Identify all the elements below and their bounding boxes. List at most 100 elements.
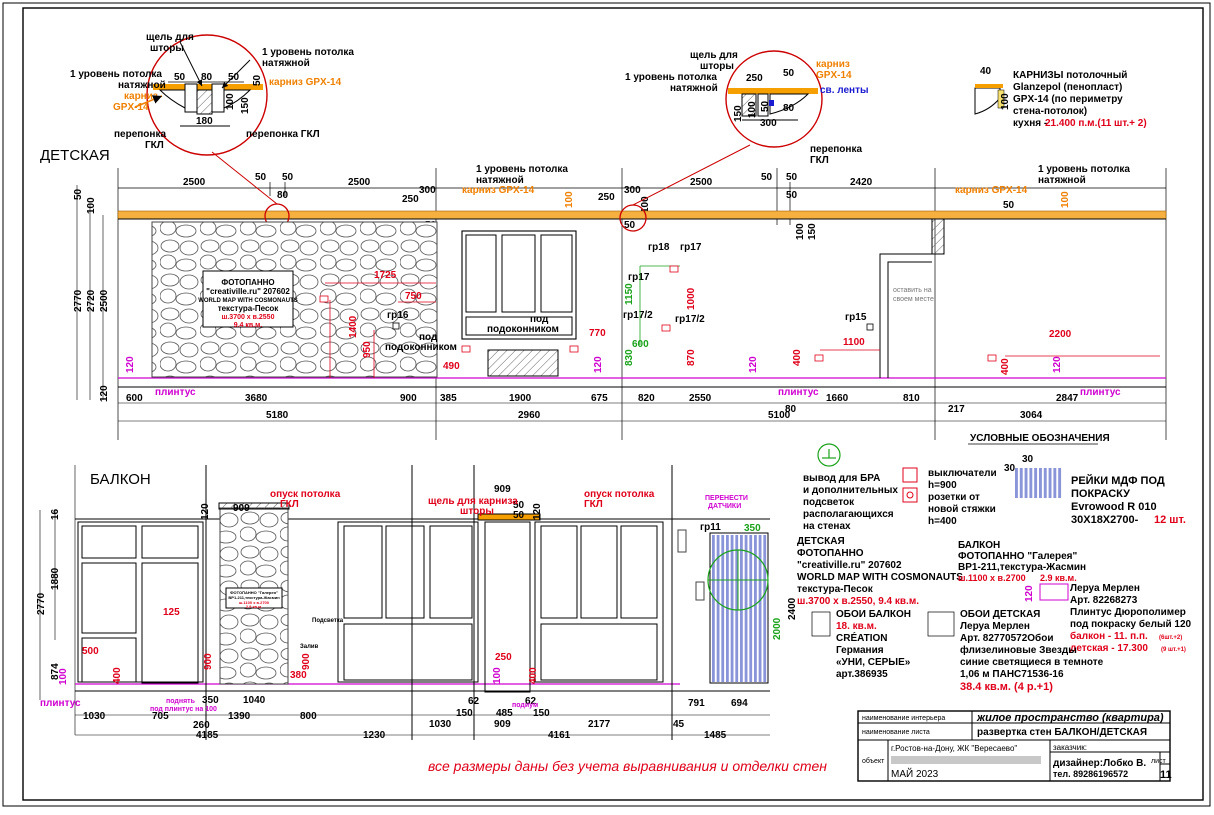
bra-icon — [817, 443, 841, 467]
cornice-note-line: кухня - — [1013, 118, 1047, 129]
spec-line: 120 — [1024, 585, 1035, 602]
redacted-address — [891, 756, 1041, 764]
height-mark: 770 — [589, 328, 606, 339]
spec-kids-photo: ДЕТСКАЯ ФОТОПАННО "creativille.ru" 20760… — [797, 536, 963, 607]
top-dim: 250 — [598, 192, 615, 203]
height-mark: 1400 — [348, 315, 359, 338]
gkl-partition-label-2: перепонка ГКЛ — [246, 129, 320, 140]
photo-panel-line: WORLD MAP WITH COSMONAUTS — [198, 298, 298, 304]
bottom-dim: 820 — [638, 393, 655, 404]
stamp-label: наименование интерьера — [862, 715, 945, 722]
stamp-sheet-name: развертка стен БАЛКОН/ДЕТСКАЯ — [977, 727, 1147, 738]
spec-line: Германия — [836, 645, 884, 656]
height-mark: 830 — [624, 349, 635, 366]
spec-line: синие светящиеся в темноте — [960, 657, 1104, 668]
box-outline — [887, 261, 932, 378]
baseboard-height: 120 — [125, 356, 136, 373]
balcony-panel-line: ВР1-211,текстура-Жасмин — [228, 595, 280, 600]
bottom-dim: 62 — [468, 696, 480, 707]
outlet-symbols — [319, 265, 997, 362]
spec-line: балкон - 11. п.п. — [1070, 630, 1148, 642]
rail-slat — [1029, 468, 1033, 498]
cornice-detail-2: 250 50 300 150 100 50 80 — [725, 50, 823, 148]
sensor — [677, 529, 687, 553]
bottom-dim: 1660 — [826, 393, 849, 404]
top-dim: 50 — [513, 510, 525, 521]
top-dim: 250 — [402, 194, 419, 205]
photo-panel-line: "creativille.ru" 207602 — [206, 287, 290, 296]
vertical-dim: 50 — [73, 188, 84, 200]
rail-slat — [1039, 468, 1042, 498]
bottom-dim: 385 — [440, 393, 457, 404]
spec-line: "creativille.ru" 207602 — [797, 560, 902, 571]
stamp-date: МАЙ 2023 — [891, 767, 939, 780]
stamp-label: лист — [1151, 758, 1166, 765]
top-dim: 150 — [807, 223, 818, 240]
outlet-label: Залив — [300, 644, 319, 650]
rails-icon — [1015, 468, 1062, 498]
rail-slat — [749, 535, 753, 682]
cornice-height: 100 — [1060, 191, 1071, 208]
detail1-dim: 100 — [225, 93, 236, 110]
bottom-dim: 791 — [688, 698, 705, 709]
top-dim: 2500 — [690, 177, 713, 188]
kids-red-marks: 1725 750 1400 950 490 770 гр16 гр18 гр17… — [325, 242, 1160, 378]
top-dim: 50 — [761, 172, 773, 183]
top-dim: 80 — [277, 190, 289, 201]
photo-panel-line: ш.3700 х в.2550 — [222, 314, 275, 321]
kids-room-title: ДЕТСКАЯ — [40, 147, 110, 164]
vertical-dim: 1880 — [50, 567, 61, 590]
top-dim: 50 — [1003, 200, 1015, 211]
rail-slat — [754, 535, 757, 682]
spec-line: ФОТОПАННО — [797, 548, 864, 559]
bottom-dim: 62 — [525, 696, 537, 707]
group-mark: гр18 — [648, 242, 670, 253]
vertical-dim: 2000 — [772, 617, 783, 640]
height-mark: 900 — [203, 653, 214, 670]
legend-line: 12 шт. — [1154, 514, 1186, 526]
spec-line: текстура-Песок — [797, 584, 874, 595]
top-dim: 2500 — [183, 177, 206, 188]
cornice-note-line: КАРНИЗЫ потолочный — [1013, 70, 1127, 81]
cornice-note: 40 100 КАРНИЗЫ потолочный Glanzepol (пен… — [974, 66, 1147, 129]
ceiling-drop — [218, 502, 290, 510]
total-dim: 3064 — [1020, 410, 1043, 421]
rail-slat — [1034, 468, 1038, 498]
kids-cornice-band — [117, 210, 1167, 220]
balcony-marks: 500 400 125 900 900 380 250 100 400 гр11 — [82, 522, 721, 684]
rail-slat — [758, 535, 762, 682]
vertical-dim: 16 — [50, 508, 61, 520]
top-dim: 50 — [513, 500, 525, 511]
height-mark: 950 — [362, 341, 373, 358]
spec-line: 38.4 кв.м. (4 р.+1) — [960, 681, 1053, 693]
bottom-dim: 80 — [785, 404, 797, 415]
vertical-dim: 2770 — [73, 289, 84, 312]
vertical-dim: 100 — [86, 197, 97, 214]
top-dim: 2420 — [850, 177, 873, 188]
legend-line: 30Х18Х2700- — [1071, 514, 1139, 526]
legend-line: подсветок — [803, 497, 855, 508]
spec-line: Арт. 82770572Обои — [960, 632, 1053, 644]
spec-line: (6шт.+2) — [1159, 635, 1182, 641]
bottom-dim: 1900 — [509, 393, 532, 404]
spec-line: WORLD MAP WITH COSMONAUTS — [797, 572, 963, 583]
switch-icon — [902, 467, 918, 483]
box-outline — [879, 253, 934, 378]
baseboard-height: 120 — [748, 356, 759, 373]
vertical-dim: 2400 — [787, 597, 798, 620]
spec-line: ш.3700 х в.2550, 9.4 кв.м. — [797, 596, 919, 607]
cornice-note-line: Glanzepol (пенопласт) — [1013, 82, 1122, 93]
bottom-dim: 600 — [126, 393, 143, 404]
bottom-dim: 217 — [948, 404, 965, 415]
total-dim: 5180 — [266, 410, 289, 421]
height-mark: 250 — [495, 652, 512, 663]
sensor — [695, 581, 705, 601]
legend-line: РЕЙКИ МДФ ПОД — [1071, 474, 1165, 487]
